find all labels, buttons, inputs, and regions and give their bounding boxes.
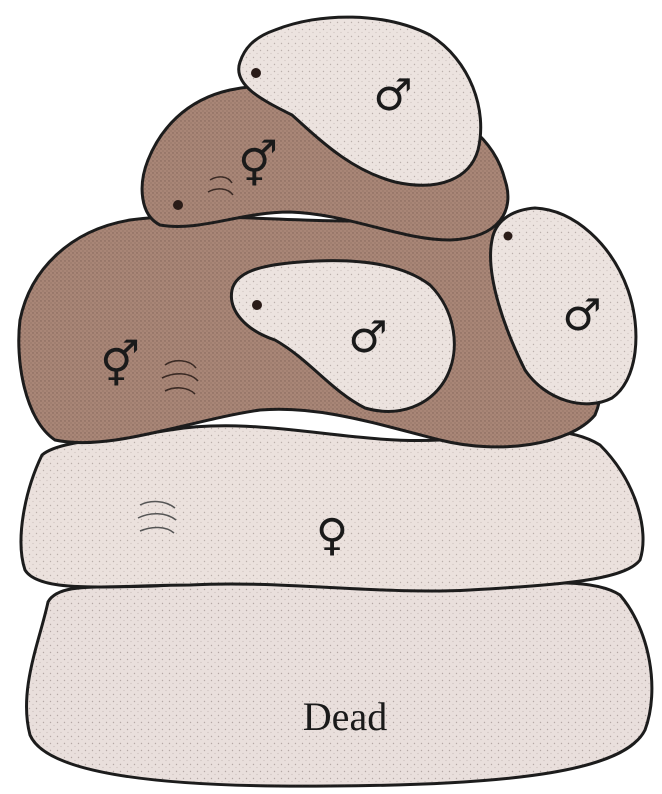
male-symbol-right: ♂: [562, 290, 601, 341]
dead-shell: Dead: [26, 582, 651, 787]
dead-label: Dead: [303, 694, 387, 739]
male-symbol-top: ♂: [373, 70, 412, 121]
female-shell: ♀: [21, 426, 643, 591]
upper-shell-apex: [173, 200, 183, 210]
female-symbol: ♀: [316, 510, 348, 561]
male-symbol-middle: ♂: [348, 312, 387, 363]
middle-shell-apex: [252, 300, 262, 310]
top-shell-apex: [251, 68, 261, 78]
hermaphrodite-symbol-upper: ⚥: [238, 139, 278, 191]
hermaphrodite-symbol-large: ⚥: [100, 339, 140, 391]
right-shell-apex: [504, 232, 513, 241]
